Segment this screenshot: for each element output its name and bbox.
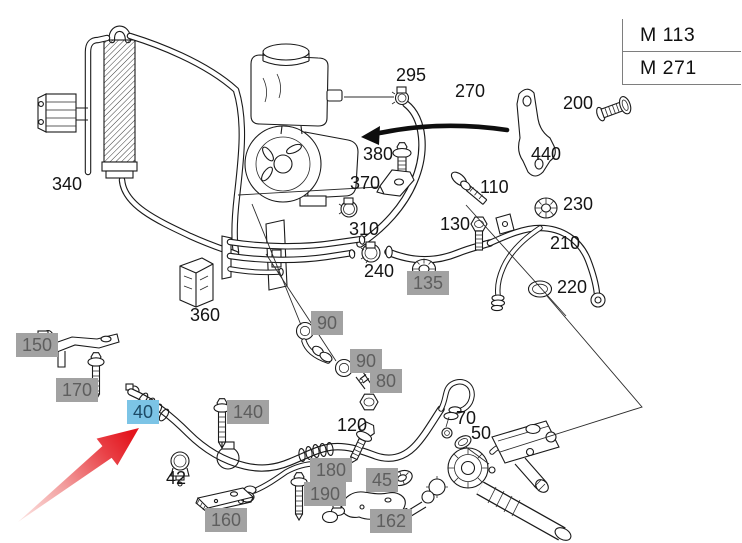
part-label-110: 110: [480, 177, 509, 197]
seal-ring-220: [527, 280, 553, 298]
suction-hose-270: [360, 86, 422, 244]
red-pointer-arrow: [18, 428, 139, 522]
part-label-270: 270: [455, 81, 486, 101]
engine-code-table: M 113 M 271: [622, 19, 741, 85]
part-label-80[interactable]: 80: [370, 369, 403, 393]
steering-pump-and-reservoir: [244, 43, 359, 207]
part-label-370: 370: [350, 173, 381, 193]
part-label-200: 200: [563, 93, 594, 113]
engine-code-m113: M 113: [622, 19, 741, 52]
steering-gear: [394, 420, 572, 543]
cooler-connector-block: [37, 93, 88, 133]
part-label-42: 42: [166, 468, 187, 488]
part-label-162[interactable]: 162: [370, 509, 413, 533]
bracket-370: [376, 169, 415, 197]
bolt-120: [349, 421, 375, 464]
part-label-230: 230: [563, 194, 594, 214]
part-label-160[interactable]: 160: [205, 508, 248, 532]
hose-clamp-310: [338, 197, 358, 218]
part-label-440: 440: [531, 144, 562, 164]
part-label-120: 120: [337, 415, 368, 435]
pressure-line-210: [490, 197, 606, 312]
part-label-50: 50: [471, 423, 492, 443]
part-label-90a[interactable]: 90: [311, 311, 344, 335]
part-label-70: 70: [456, 408, 477, 428]
part-label-295: 295: [396, 65, 427, 85]
part-label-360: 360: [190, 305, 221, 325]
part-label-340: 340: [52, 174, 83, 194]
part-label-135[interactable]: 135: [407, 271, 450, 295]
engine-code-label: M 113: [640, 23, 696, 46]
return-hose-bundle: [221, 197, 490, 291]
part-label-180[interactable]: 180: [310, 458, 353, 482]
part-label-190[interactable]: 190: [304, 482, 347, 506]
seal-ring-50: [454, 435, 472, 449]
banjo-bolt-80: [355, 371, 379, 411]
part-label-220: 220: [557, 277, 588, 297]
oil-cooler-340: [37, 29, 242, 254]
engine-code-label: M 271: [640, 56, 697, 79]
direction-arrow: [361, 123, 510, 145]
grommet-45: [391, 469, 413, 487]
part-label-310: 310: [349, 219, 380, 239]
part-label-40[interactable]: 40: [127, 400, 160, 424]
upper-fasteners: [376, 88, 632, 251]
banjo-seals-90-80: [295, 321, 379, 411]
part-label-45[interactable]: 45: [366, 468, 399, 492]
leader-lines: [237, 96, 643, 465]
mount-block-360: [179, 257, 214, 308]
part-label-240: 240: [364, 261, 395, 281]
bolt-380: [392, 142, 412, 182]
bolt-130: [470, 216, 488, 251]
bolt-190: [290, 472, 308, 522]
part-label-150[interactable]: 150: [16, 333, 59, 357]
clamp-42: [170, 451, 190, 487]
bolt-110: [450, 171, 488, 205]
grommet-230: [534, 197, 558, 219]
part-label-130: 130: [440, 214, 471, 234]
part-label-140[interactable]: 140: [227, 400, 270, 424]
bolt-140: [213, 398, 231, 450]
part-label-90b[interactable]: 90: [350, 349, 383, 373]
hose-clamp-240: [360, 241, 381, 264]
bracket-440: [516, 88, 556, 177]
part-label-210: 210: [550, 233, 581, 253]
part-label-170[interactable]: 170: [56, 378, 99, 402]
bolt-200: [596, 96, 632, 122]
part-label-380: 380: [363, 144, 394, 164]
hose-clamp-295: [391, 86, 410, 106]
engine-code-m271: M 271: [622, 52, 741, 85]
